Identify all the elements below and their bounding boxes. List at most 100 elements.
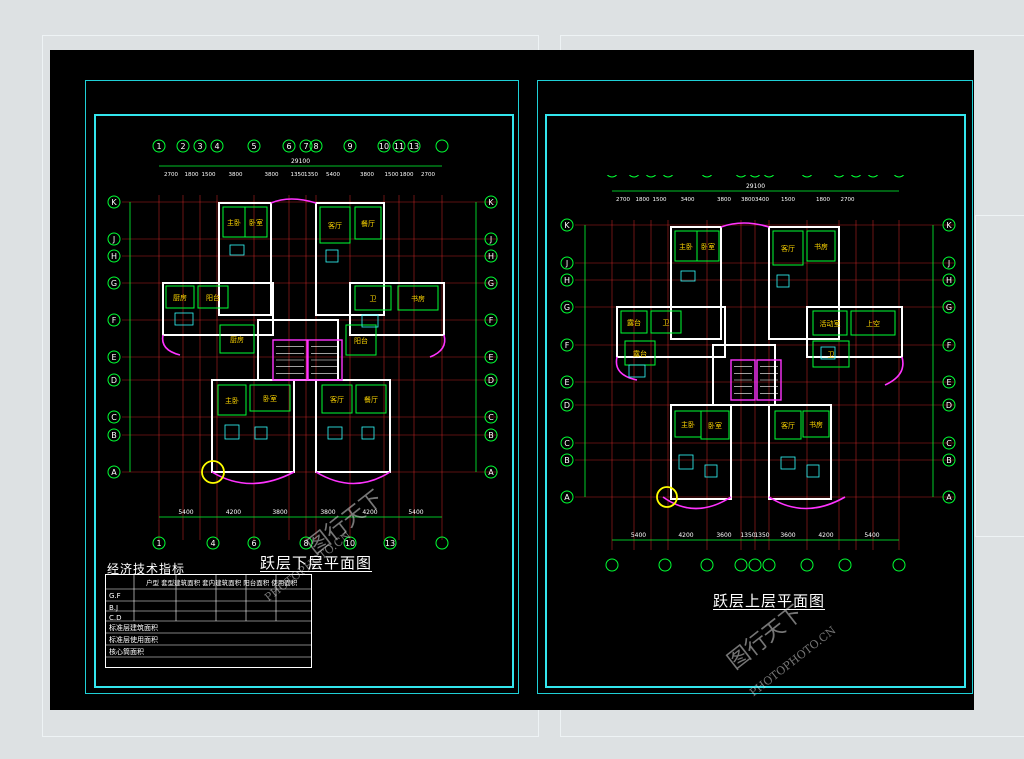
furniture-mark [820,346,836,360]
axis-label-right: C [488,413,494,422]
wall-block [211,379,295,473]
balcony-outline [768,496,846,510]
axis-bubble-top [662,175,674,178]
axis-label-left: H [564,276,570,285]
axis-bubble-bottom [762,558,776,572]
axis-bubble-right [942,273,956,287]
axis-label-left: K [564,221,570,230]
axis-bubble-top [309,139,323,153]
axis-label-left: A [111,468,117,477]
axis-bubble-right [484,350,498,364]
axis-bubble-right [942,375,956,389]
room-partition [812,310,848,336]
axis-bubble-left [107,410,121,424]
axis-bubble-left [107,313,121,327]
balcony-outline [884,356,904,386]
tech-table-row-label: 标准层使用面积 [109,635,158,644]
axis-label-right: G [488,279,494,288]
dim-total-top: 29100 [746,183,765,190]
axis-label-bottom: 13 [385,539,395,548]
room-label: 阳台 [206,293,220,302]
axis-bubble-bottom [800,558,814,572]
axis-label-top: 5 [251,142,256,151]
dim-label-top: 3800 [229,172,243,178]
room-label: 主卧 [681,420,695,429]
axis-label-top: 11 [394,142,404,151]
room-label: 卫 [828,351,835,359]
axis-bubble-left [560,338,574,352]
room-partition [217,384,247,416]
room-label: 主卧 [225,396,239,405]
tech-table-row-label: C.D [109,614,122,622]
core-outline [272,339,308,381]
balcony-outline [615,356,638,381]
axis-label-top: 1 [156,142,161,151]
wall-block [257,319,339,381]
axis-label-left: E [111,353,116,362]
room-partition [244,206,268,238]
axis-bubble-bottom [734,558,748,572]
axis-bubble-right [942,218,956,232]
axis-label-left: F [565,341,570,350]
room-partition [219,324,255,354]
axis-bubble-top [867,175,879,178]
axis-bubble-bottom [838,558,852,572]
room-partition [696,230,720,262]
room-label: 书房 [814,242,828,251]
balcony-outline [429,334,446,358]
axis-bubble-left [107,232,121,246]
axis-bubble-right [942,436,956,450]
axis-bubble-right [484,232,498,246]
dim-label-top: 3800 [265,172,279,178]
axis-bubble-top [152,139,166,153]
axis-bubble-bottom [383,536,397,550]
room-label: 卫 [663,319,670,327]
axis-label-left: G [111,279,117,288]
bay-window [656,486,678,508]
axis-label-left: A [564,493,570,502]
furniture-mark [174,312,194,326]
dim-label-top: 1350 [304,172,318,178]
room-label: 卧室 [708,421,722,430]
room-partition [812,340,850,368]
axis-bubble-top [735,175,747,178]
room-label: 客厅 [328,221,342,230]
room-label: 阳台 [354,336,368,345]
axis-label-right: E [946,378,951,387]
axis-bubble-top [210,139,224,153]
dim-label-bottom: 4200 [226,509,241,516]
dim-label-bottom: 4200 [362,509,377,516]
balcony-outline [161,334,181,356]
axis-bubble-top [701,175,713,178]
wall-block [806,306,903,358]
left-plan-title: 跃层下层平面图 [260,554,373,572]
room-label: 露台 [633,349,647,358]
axis-label-bottom: 10 [345,539,355,548]
dim-label-bottom: 3600 [780,532,795,539]
axis-label-top: 6 [286,142,291,151]
room-label: 书房 [411,294,425,303]
room-partition [165,285,195,309]
axis-bubble-bottom [299,536,313,550]
axis-bubble-right [942,338,956,352]
axis-bubble-left [560,218,574,232]
dim-label-top: 2700 [616,197,630,203]
axis-bubble-top [833,175,845,178]
axis-bubble-bottom [435,536,449,550]
axis-bubble-top [343,139,357,153]
axis-label-left: H [111,252,117,261]
axis-bubble-right [484,313,498,327]
room-label: 卧室 [701,242,715,251]
axis-label-bottom: 6 [251,539,256,548]
axis-label-right: D [946,401,952,410]
axis-bubble-right [942,398,956,412]
room-label: 书房 [809,420,823,429]
axis-bubble-top [435,139,449,153]
axis-bubble-top [407,139,421,153]
dim-label-top: 3800 [360,172,374,178]
room-label: 卧室 [263,394,277,403]
axis-bubble-left [560,375,574,389]
tech-table-row-label: 标准层建筑面积 [109,623,158,632]
